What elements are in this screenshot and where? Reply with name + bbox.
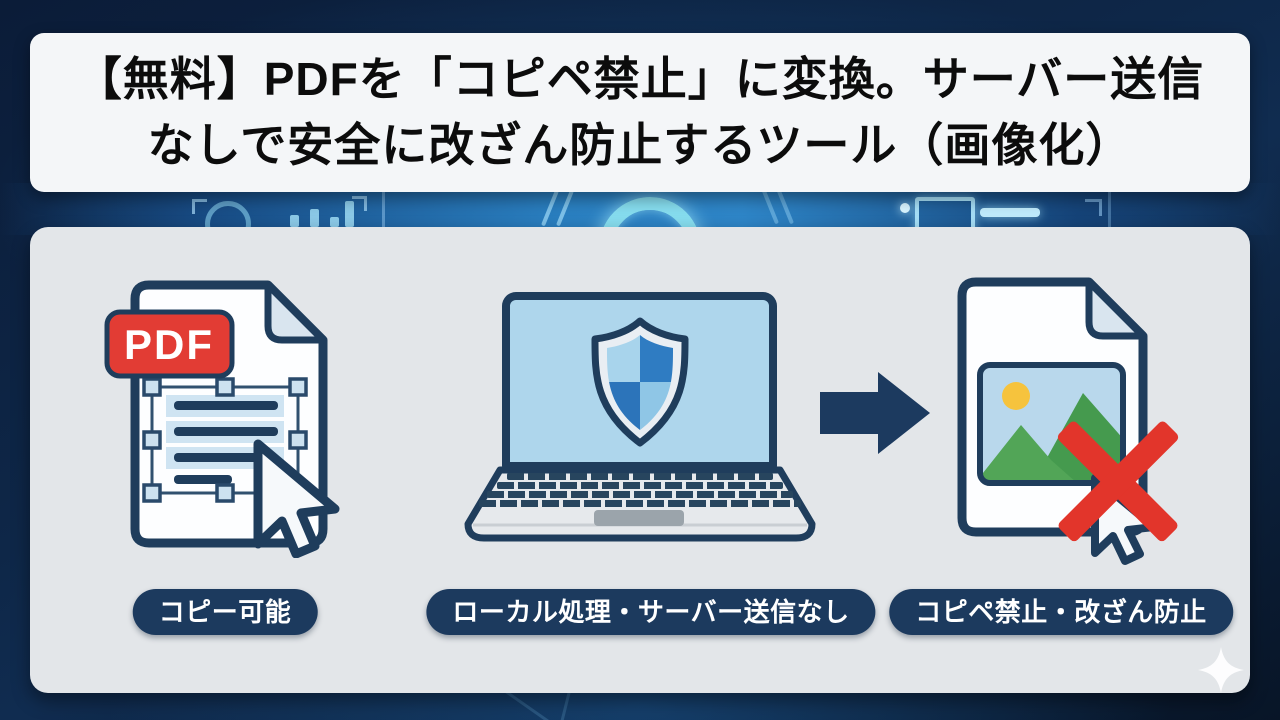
keyboard-row [507,473,773,480]
glow-dot-icon [900,203,910,213]
caption-badge-copy-allowed: コピー可能 [132,589,318,635]
pdf-file-text-selected-icon: PDF [104,280,340,558]
data-bar-icon [980,208,1040,217]
caption-badge-copy-blocked: コピペ禁止・改ざん防止 [889,589,1233,635]
caption-badge-local-processing: ローカル処理・サーバー送信なし [426,589,876,635]
hud-bracket-icon [1085,199,1102,216]
pdf-label-tag: PDF [104,309,235,379]
keyboard-row [479,500,801,507]
right-arrow-icon [820,372,930,454]
page-title-line-2: なしで安全に改ざん防止するツール（画像化） [147,119,1133,171]
hud-bracket-icon [352,196,367,211]
prohibited-x-icon [1057,421,1179,542]
keyboard-row [497,482,783,489]
image-file-copy-blocked-icon [957,277,1179,565]
slash-mark-icon [761,187,779,225]
cursor-arrow-icon [253,439,340,558]
folded-corner [264,281,327,344]
equalizer-bar-icon [310,209,319,227]
chip-outline-icon [915,197,975,235]
hud-bracket-icon [192,199,207,214]
gauge-circle-icon [205,201,251,235]
sun-icon [1002,382,1030,410]
sparkle-icon [1198,647,1244,693]
slash-mark-icon [556,189,574,227]
pdf-label-text: PDF [124,321,214,368]
equalizer-bar-icon [345,201,354,227]
slash-mark-icon [776,187,794,225]
mountain-front [980,425,1077,483]
equalizer-bar-icon [290,215,299,227]
circuit-trace [551,688,572,720]
folded-corner [1085,278,1147,340]
equalizer-bar-icon [330,217,339,227]
security-shield-icon [591,317,689,447]
page-title-line-1: 【無料】PDFを「コピペ禁止」に変換。サーバー送信 [75,53,1205,105]
title-banner: 【無料】PDFを「コピペ禁止」に変換。サーバー送信 なしで安全に改ざん防止するツ… [30,33,1250,192]
divider-line [1108,187,1111,233]
laptop-trackpad [594,510,684,526]
content-panel: PDF [30,227,1250,693]
keyboard-row [487,491,793,498]
divider-line [382,189,385,229]
